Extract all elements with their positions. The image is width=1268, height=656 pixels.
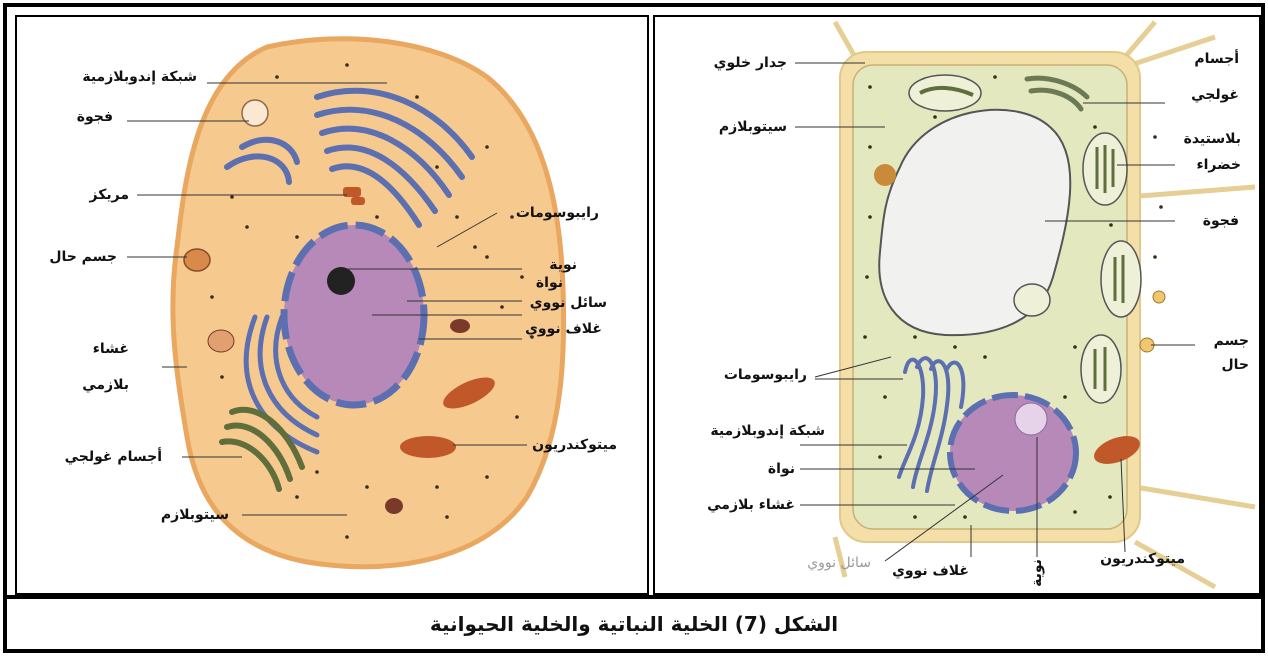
ribosome-dot [345,63,349,67]
animal-lysosome [184,249,210,271]
ribosome-dot [485,475,489,479]
ribosome-dot [315,470,319,474]
ribosome-dot [485,145,489,149]
label-nuclear-sap: سائل نووي [530,295,607,312]
label-nucleolus-plant: نوية [1029,559,1045,587]
ribosome-dot [868,85,872,89]
ribosome-dot [230,195,234,199]
ribosome-dot [220,375,224,379]
plant-cell-diagram: جدار خلوي أجسام غولجي سيتوبلازم بلاستيدة… [655,17,1261,595]
ribosome-dot [295,235,299,239]
animal-mitochondrion-1 [400,436,456,458]
ribosome-dot [963,515,967,519]
label-centrosome: مريكز [89,187,129,203]
label-vacuole: فجوة [77,109,113,125]
ribosome-dot [1108,495,1112,499]
label-nuclear-envelope-plant: غلاف نووي [892,563,969,580]
label-er-plant: شبكة إندوبلازمية [710,423,825,439]
figure-caption: الشكل (7) الخلية النباتية والخلية الحيوا… [7,599,1261,649]
ribosome-dot [913,335,917,339]
label-cell-wall: جدار خلوي [714,55,787,72]
ribosome-dot [445,515,449,519]
label-golgi-2: غولجي [1191,87,1239,103]
ribosome-dot [1109,223,1113,227]
plant-nucleus [950,395,1076,511]
plant-cell-panel: جدار خلوي أجسام غولجي سيتوبلازم بلاستيدة… [653,15,1261,595]
label-chloroplast-2: خضراء [1196,157,1241,173]
ribosome-dot [473,245,477,249]
label-membrane-2: بلازمي [82,377,129,393]
ribosome-dot [868,215,872,219]
label-mitochondrion: ميتوكندريون [532,437,617,453]
ribosome-dot [983,355,987,359]
label-golgi: أجسام غولجي [65,447,162,465]
figure-frame: شبكة إندوبلازمية فجوة مريكز رايبوسومات ج… [3,3,1265,653]
ribosome-dot [868,145,872,149]
ribosome-dot [933,115,937,119]
animal-nucleolus [327,267,355,295]
label-ribosomes: رايبوسومات [516,205,599,221]
label-membrane-plant: غشاء بلازمي [707,497,795,513]
ribosome-dot [953,345,957,349]
ribosome-dot [1159,205,1163,209]
ribosome-dot [345,535,349,539]
ribosome-dot [210,295,214,299]
ribosome-dot [365,485,369,489]
label-cytoplasm: سيتوبلازم [161,507,229,523]
label-cytoplasm-plant: سيتوبلازم [719,119,787,135]
plant-nucleolus [1015,403,1047,435]
ribosome-dot [1093,125,1097,129]
animal-vacuole [242,100,268,126]
ribosome-dot [883,395,887,399]
label-lysosome-1: جسم [1214,333,1249,349]
animal-cell-diagram: شبكة إندوبلازمية فجوة مريكز رايبوسومات ج… [17,17,649,595]
label-nuclear-sap-plant: سائل نووي [807,555,871,571]
ribosome-dot [435,165,439,169]
label-golgi-1: أجسام [1194,49,1239,67]
ribosome-dot [913,515,917,519]
ribosome-dot [415,95,419,99]
ribosome-dot [993,75,997,79]
ribosome-dot [863,335,867,339]
ribosome-dot [375,215,379,219]
label-mitochondrion-plant: ميتوكندريون [1100,551,1185,567]
ribosome-dot [500,305,504,309]
ribosome-dot [1153,135,1157,139]
ribosome-dot [485,255,489,259]
label-nuclear-envelope: غلاف نووي [525,321,602,338]
label-er: شبكة إندوبلازمية [82,69,197,85]
ribosome-dot [245,225,249,229]
ribosome-dot [1063,395,1067,399]
label-nucleolus: نوية [549,257,577,273]
ribosome-dot [1073,510,1077,514]
label-nucleus: نواة [536,275,563,291]
label-ribosomes-plant: رايبوسومات [724,367,807,383]
label-nucleus-plant: نواة [768,461,795,477]
animal-cell-panel: شبكة إندوبلازمية فجوة مريكز رايبوسومات ج… [15,15,649,595]
label-lysosome: جسم حال [49,249,117,265]
ribosome-dot [275,75,279,79]
ribosome-dot [295,495,299,499]
ribosome-dot [520,275,524,279]
ribosome-dot [435,485,439,489]
ribosome-dot [1073,345,1077,349]
ribosome-dot [878,455,882,459]
ribosome-dot [865,275,869,279]
label-vacuole-plant: فجوة [1203,213,1239,229]
ribosome-dot [515,415,519,419]
ribosome-dot [510,215,514,219]
label-lysosome-2: حال [1222,357,1250,373]
ribosome-dot [455,215,459,219]
label-chloroplast-1: بلاستيدة [1184,131,1241,147]
label-membrane-1: غشاء [93,341,129,357]
ribosome-dot [530,335,534,339]
ribosome-dot [1153,255,1157,259]
